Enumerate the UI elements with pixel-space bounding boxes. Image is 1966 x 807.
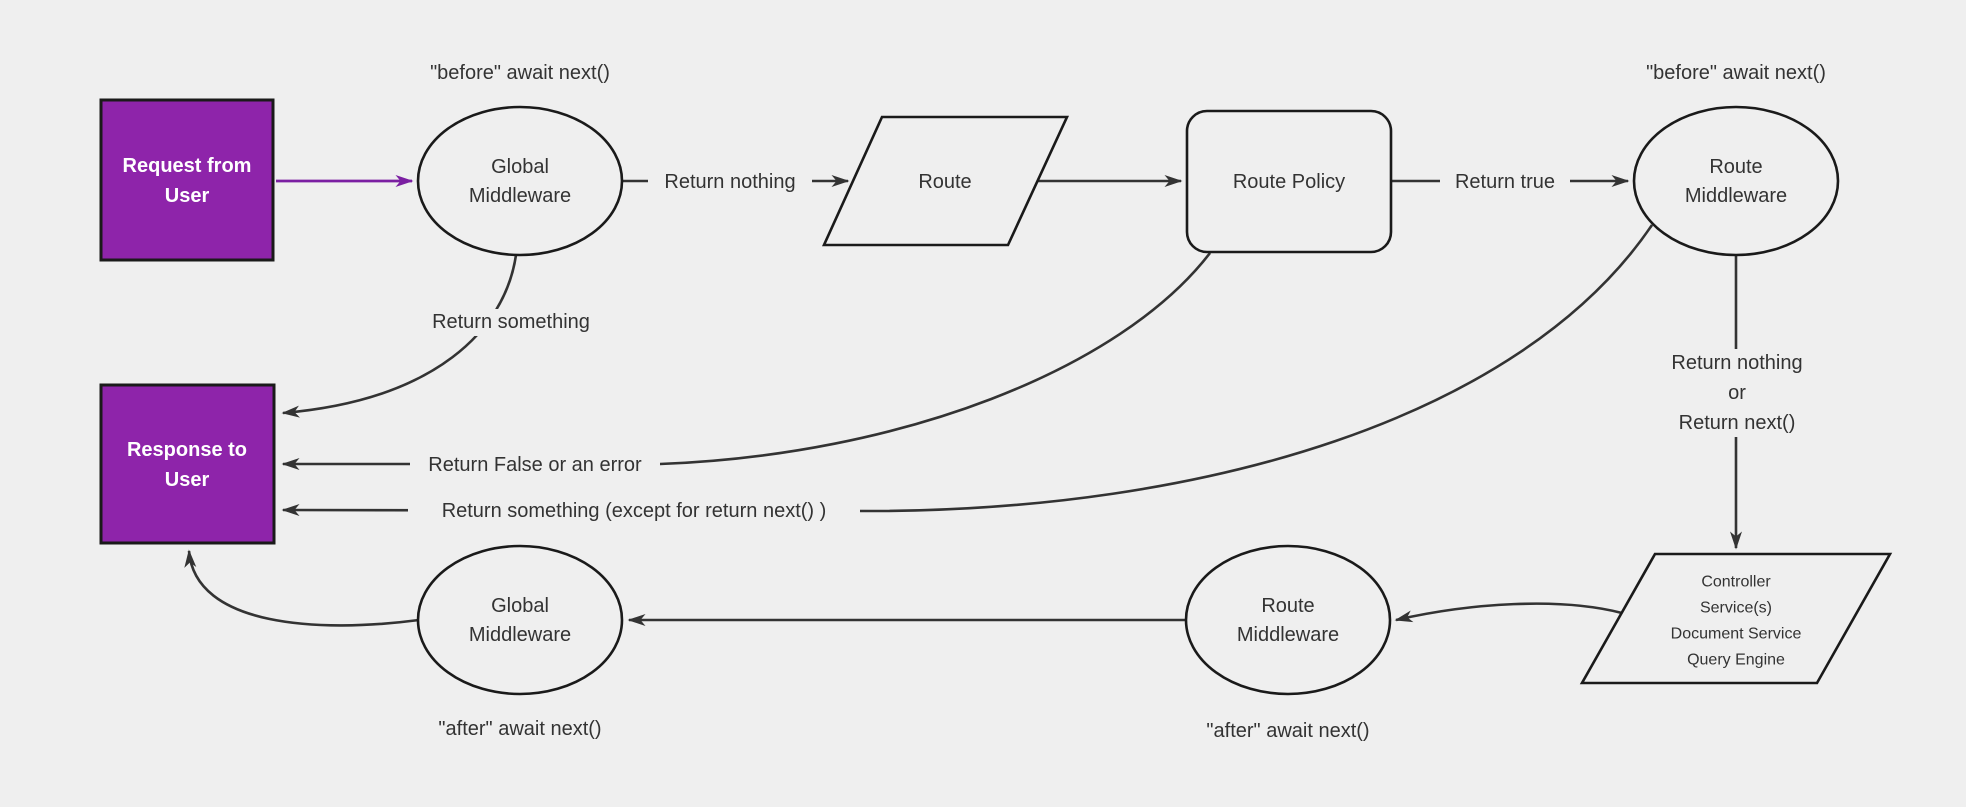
label-bg-return-nothing-or [1650,349,1824,437]
edge-route-middleware-to-response [281,224,1654,517]
route-parallelogram [821,115,1070,247]
node-label: Route [1709,156,1762,178]
node-route-policy: Route Policy [1185,109,1393,254]
edge-label-return-true: Return true [1455,171,1555,193]
global-middleware-ellipse [416,544,624,696]
node-global-middleware-top: Global Middleware [416,105,624,257]
edge-label-return-something: Return something [432,311,590,333]
edge-label-line: Return next() [1679,412,1796,434]
node-global-middleware-bottom: Global Middleware [416,544,624,696]
node-controller-services: Controller Service(s) Document Service Q… [1579,552,1893,685]
node-label: Global [491,595,549,617]
edge-global-middleware-after-to-response [184,549,420,627]
label-bg-return-something [413,309,609,336]
label-bg-return-true [1440,168,1570,195]
route-middleware-ellipse [1632,105,1840,257]
node-response-to-user: Response to User [99,383,276,545]
nodes: Request from User Global Middleware Rout… [99,98,1893,696]
node-label: Query Engine [1687,652,1785,669]
annotation-before-await-global: "before" await next() [430,62,610,84]
controller-parallelogram [1579,552,1893,685]
node-label: Route [1261,595,1314,617]
edge-global-middleware-to-response [281,254,518,418]
node-label: User [165,469,210,491]
edge-label-line: or [1728,382,1746,404]
global-middleware-ellipse [416,105,624,257]
node-label: Middleware [469,624,571,646]
node-label: Route [918,171,971,193]
annotation-before-await-route: "before" await next() [1646,62,1826,84]
request-box [99,98,275,262]
annotation-after-await-global: "after" await next() [438,718,601,740]
annotation-after-await-route: "after" await next() [1206,720,1369,742]
node-label: Middleware [469,185,571,207]
node-label: Route Policy [1233,171,1345,193]
node-route-middleware-bottom: Route Middleware [1184,544,1392,696]
edge-label-return-nothing-or-next: Return nothing or Return next() [1671,352,1802,434]
node-route-middleware-top: Route Middleware [1632,105,1840,257]
node-label: User [165,185,210,207]
edge-label-backgrounds [408,168,1824,524]
node-label: Service(s) [1700,600,1772,617]
edge-labels: Return nothing Return true Return someth… [428,62,1826,742]
edges [184,175,1742,627]
route-policy-box [1185,109,1393,254]
node-label: Request from [123,155,252,177]
node-label: Document Service [1671,626,1802,643]
label-bg-return-false [410,451,660,478]
edge-route-policy-to-response [281,252,1212,470]
node-label: Controller [1701,574,1771,591]
label-bg-return-nothing [648,168,812,195]
edge-label-return-something-except: Return something (except for return next… [442,500,827,522]
node-label: Global [491,156,549,178]
node-label: Middleware [1685,185,1787,207]
node-route: Route [821,115,1070,247]
edge-label-line: Return nothing [1671,352,1802,374]
label-bg-return-something-except [408,497,860,524]
route-middleware-ellipse [1184,544,1392,696]
edge-label-return-nothing: Return nothing [664,171,795,193]
edge-label-return-false: Return False or an error [428,454,642,476]
node-label: Response to [127,439,247,461]
response-box [99,383,276,545]
node-label: Middleware [1237,624,1339,646]
node-request-from-user: Request from User [99,98,275,262]
edge-controller-to-route-middleware-after [1394,602,1623,623]
